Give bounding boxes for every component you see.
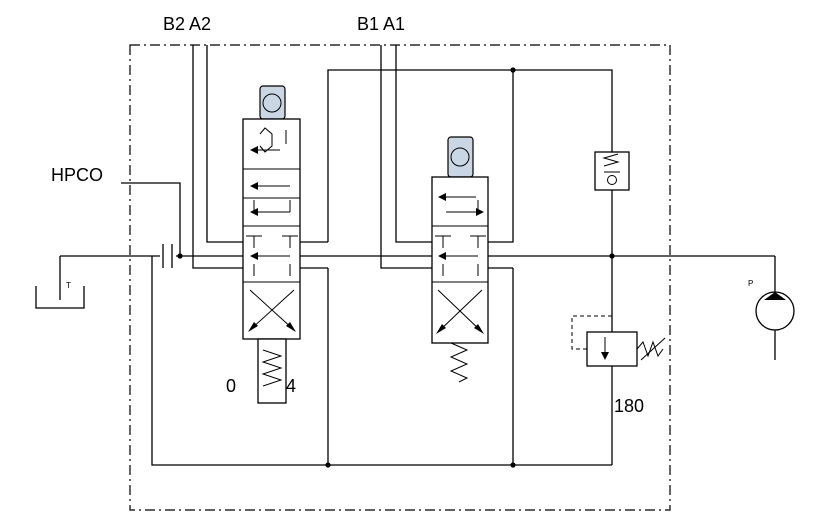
orifice-symbol [162,244,173,268]
pressure-relief-valve [571,315,666,367]
valve-section-1 [431,136,489,383]
port-label-hpco: HPCO [51,165,103,185]
tank-symbol: T [35,256,85,309]
pump-label: P [748,279,753,288]
junction-dots [177,67,615,468]
check-valve [594,151,630,191]
relief-setting-label: 180 [614,396,644,416]
valve-block-boundary [129,44,671,511]
valve-section-2 [242,85,301,404]
port-label-b2-a2: B2 A2 [163,14,211,34]
port-label-b1-a1: B1 A1 [357,14,405,34]
detent-label-0: 0 [226,376,236,396]
pump-symbol: P [748,279,795,331]
work-port-lines [192,45,432,269]
detent-label-4: 4 [286,376,296,396]
tank-label: T [66,281,71,290]
